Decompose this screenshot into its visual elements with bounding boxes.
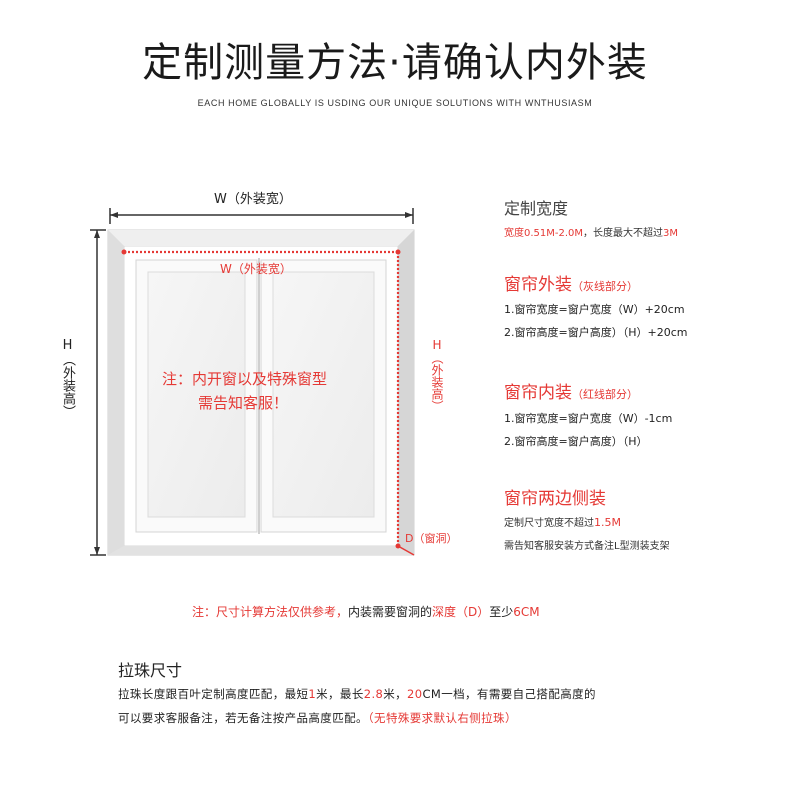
window-note-line1: 注：内开窗以及特殊窗型 bbox=[162, 370, 328, 388]
inner-width-label: W（外装宽） bbox=[220, 262, 292, 276]
bead-default-note: （无特殊要求默认右侧拉珠） bbox=[367, 711, 517, 725]
inner-mount-title-text: 窗帘内装 bbox=[504, 383, 572, 403]
page-subtitle: EACH HOME GLOBALLY IS USDING OUR UNIQUE … bbox=[197, 98, 593, 108]
inner-mount-tag: （红线部分） bbox=[572, 388, 638, 401]
outer-height-dimension bbox=[90, 229, 106, 556]
outer-mount-line2: 2.窗帘高度=窗户高度）（H）+20cm bbox=[504, 326, 688, 339]
side-mount-title: 窗帘两边侧装 bbox=[504, 489, 606, 509]
side-mount-line1: 定制尺寸宽度不超过1.5M bbox=[504, 514, 621, 529]
footnote-depth: 深度（D） bbox=[432, 605, 490, 619]
bead-max-length: 2.8 bbox=[363, 687, 384, 701]
inner-mount-line2: 2.窗帘高度=窗户高度）（H） bbox=[504, 435, 648, 448]
inner-mount-line1: 1.窗帘宽度=窗户宽度（W）-1cm bbox=[504, 412, 673, 425]
bead-line1-a: 拉珠长度跟百叶定制高度匹配，最短 bbox=[118, 687, 309, 701]
outer-height-label: H（外装高） bbox=[60, 338, 75, 418]
bead-line1: 拉珠长度跟百叶定制高度匹配，最短1米，最长2.8米，20CM一档，有需要自己搭配… bbox=[118, 686, 596, 702]
bead-line1-e: 米， bbox=[383, 687, 408, 701]
footnote-part2: 内装需要窗洞的 bbox=[348, 605, 433, 619]
custom-width-desc-mid: ，长度最大不超过 bbox=[583, 228, 664, 239]
side-mount-line1-prefix: 定制尺寸宽度不超过 bbox=[504, 518, 594, 529]
window-frame bbox=[107, 229, 415, 556]
measure-footnote: 注：尺寸计算方法仅供参考，内装需要窗洞的深度（D）至少6CM bbox=[192, 603, 540, 620]
depth-label: D（窗洞） bbox=[405, 532, 458, 545]
bead-line2: 可以要求客服备注，若无备注按产品高度匹配。（无特殊要求默认右侧拉珠） bbox=[118, 710, 517, 726]
bead-line1-g: CM一档，有需要自己搭配高度的 bbox=[422, 687, 596, 701]
outer-width-dimension bbox=[109, 208, 414, 224]
inner-mount-title: 窗帘内装（红线部分） bbox=[504, 378, 638, 403]
footnote-part1: 注：尺寸计算方法仅供参考， bbox=[192, 605, 349, 619]
side-mount-max-width: 1.5M bbox=[594, 516, 621, 529]
bead-min-length: 1 bbox=[308, 687, 317, 701]
side-mount-line2: 需告知客服安装方式备注L型测装支架 bbox=[504, 541, 670, 552]
bead-line1-c: 米，最长 bbox=[316, 687, 364, 701]
custom-width-desc: 宽度0.51M-2.0M，长度最大不超过3M bbox=[504, 224, 678, 239]
outer-mount-title: 窗帘外装（灰线部分） bbox=[504, 270, 638, 295]
bead-step: 20 bbox=[407, 687, 423, 701]
custom-width-max: 3M bbox=[663, 228, 679, 239]
footnote-part4: 至少 bbox=[489, 605, 514, 619]
outer-mount-tag: （灰线部分） bbox=[572, 280, 638, 293]
outer-mount-line1: 1.窗帘宽度=窗户宽度（W）+20cm bbox=[504, 303, 685, 316]
inner-measure-lines bbox=[121, 249, 415, 556]
custom-width-title: 定制宽度 bbox=[504, 199, 569, 218]
window-note-line2: 需告知客服！ bbox=[198, 394, 289, 412]
bead-title: 拉珠尺寸 bbox=[118, 661, 183, 680]
bead-line2-a: 可以要求客服备注，若无备注按产品高度匹配。 bbox=[118, 711, 368, 725]
custom-width-desc-prefix: 宽度 bbox=[504, 228, 524, 239]
page-title: 定制测量方法·请确认内外装 bbox=[142, 40, 648, 86]
footnote-min-depth: 6CM bbox=[513, 605, 540, 619]
inner-height-label: H（外装高） bbox=[430, 338, 444, 412]
window-diagram bbox=[90, 208, 415, 556]
custom-width-range: 0.51M-2.0M bbox=[524, 228, 584, 239]
outer-mount-title-text: 窗帘外装 bbox=[504, 275, 572, 295]
outer-width-label: W（外装宽） bbox=[214, 192, 292, 207]
